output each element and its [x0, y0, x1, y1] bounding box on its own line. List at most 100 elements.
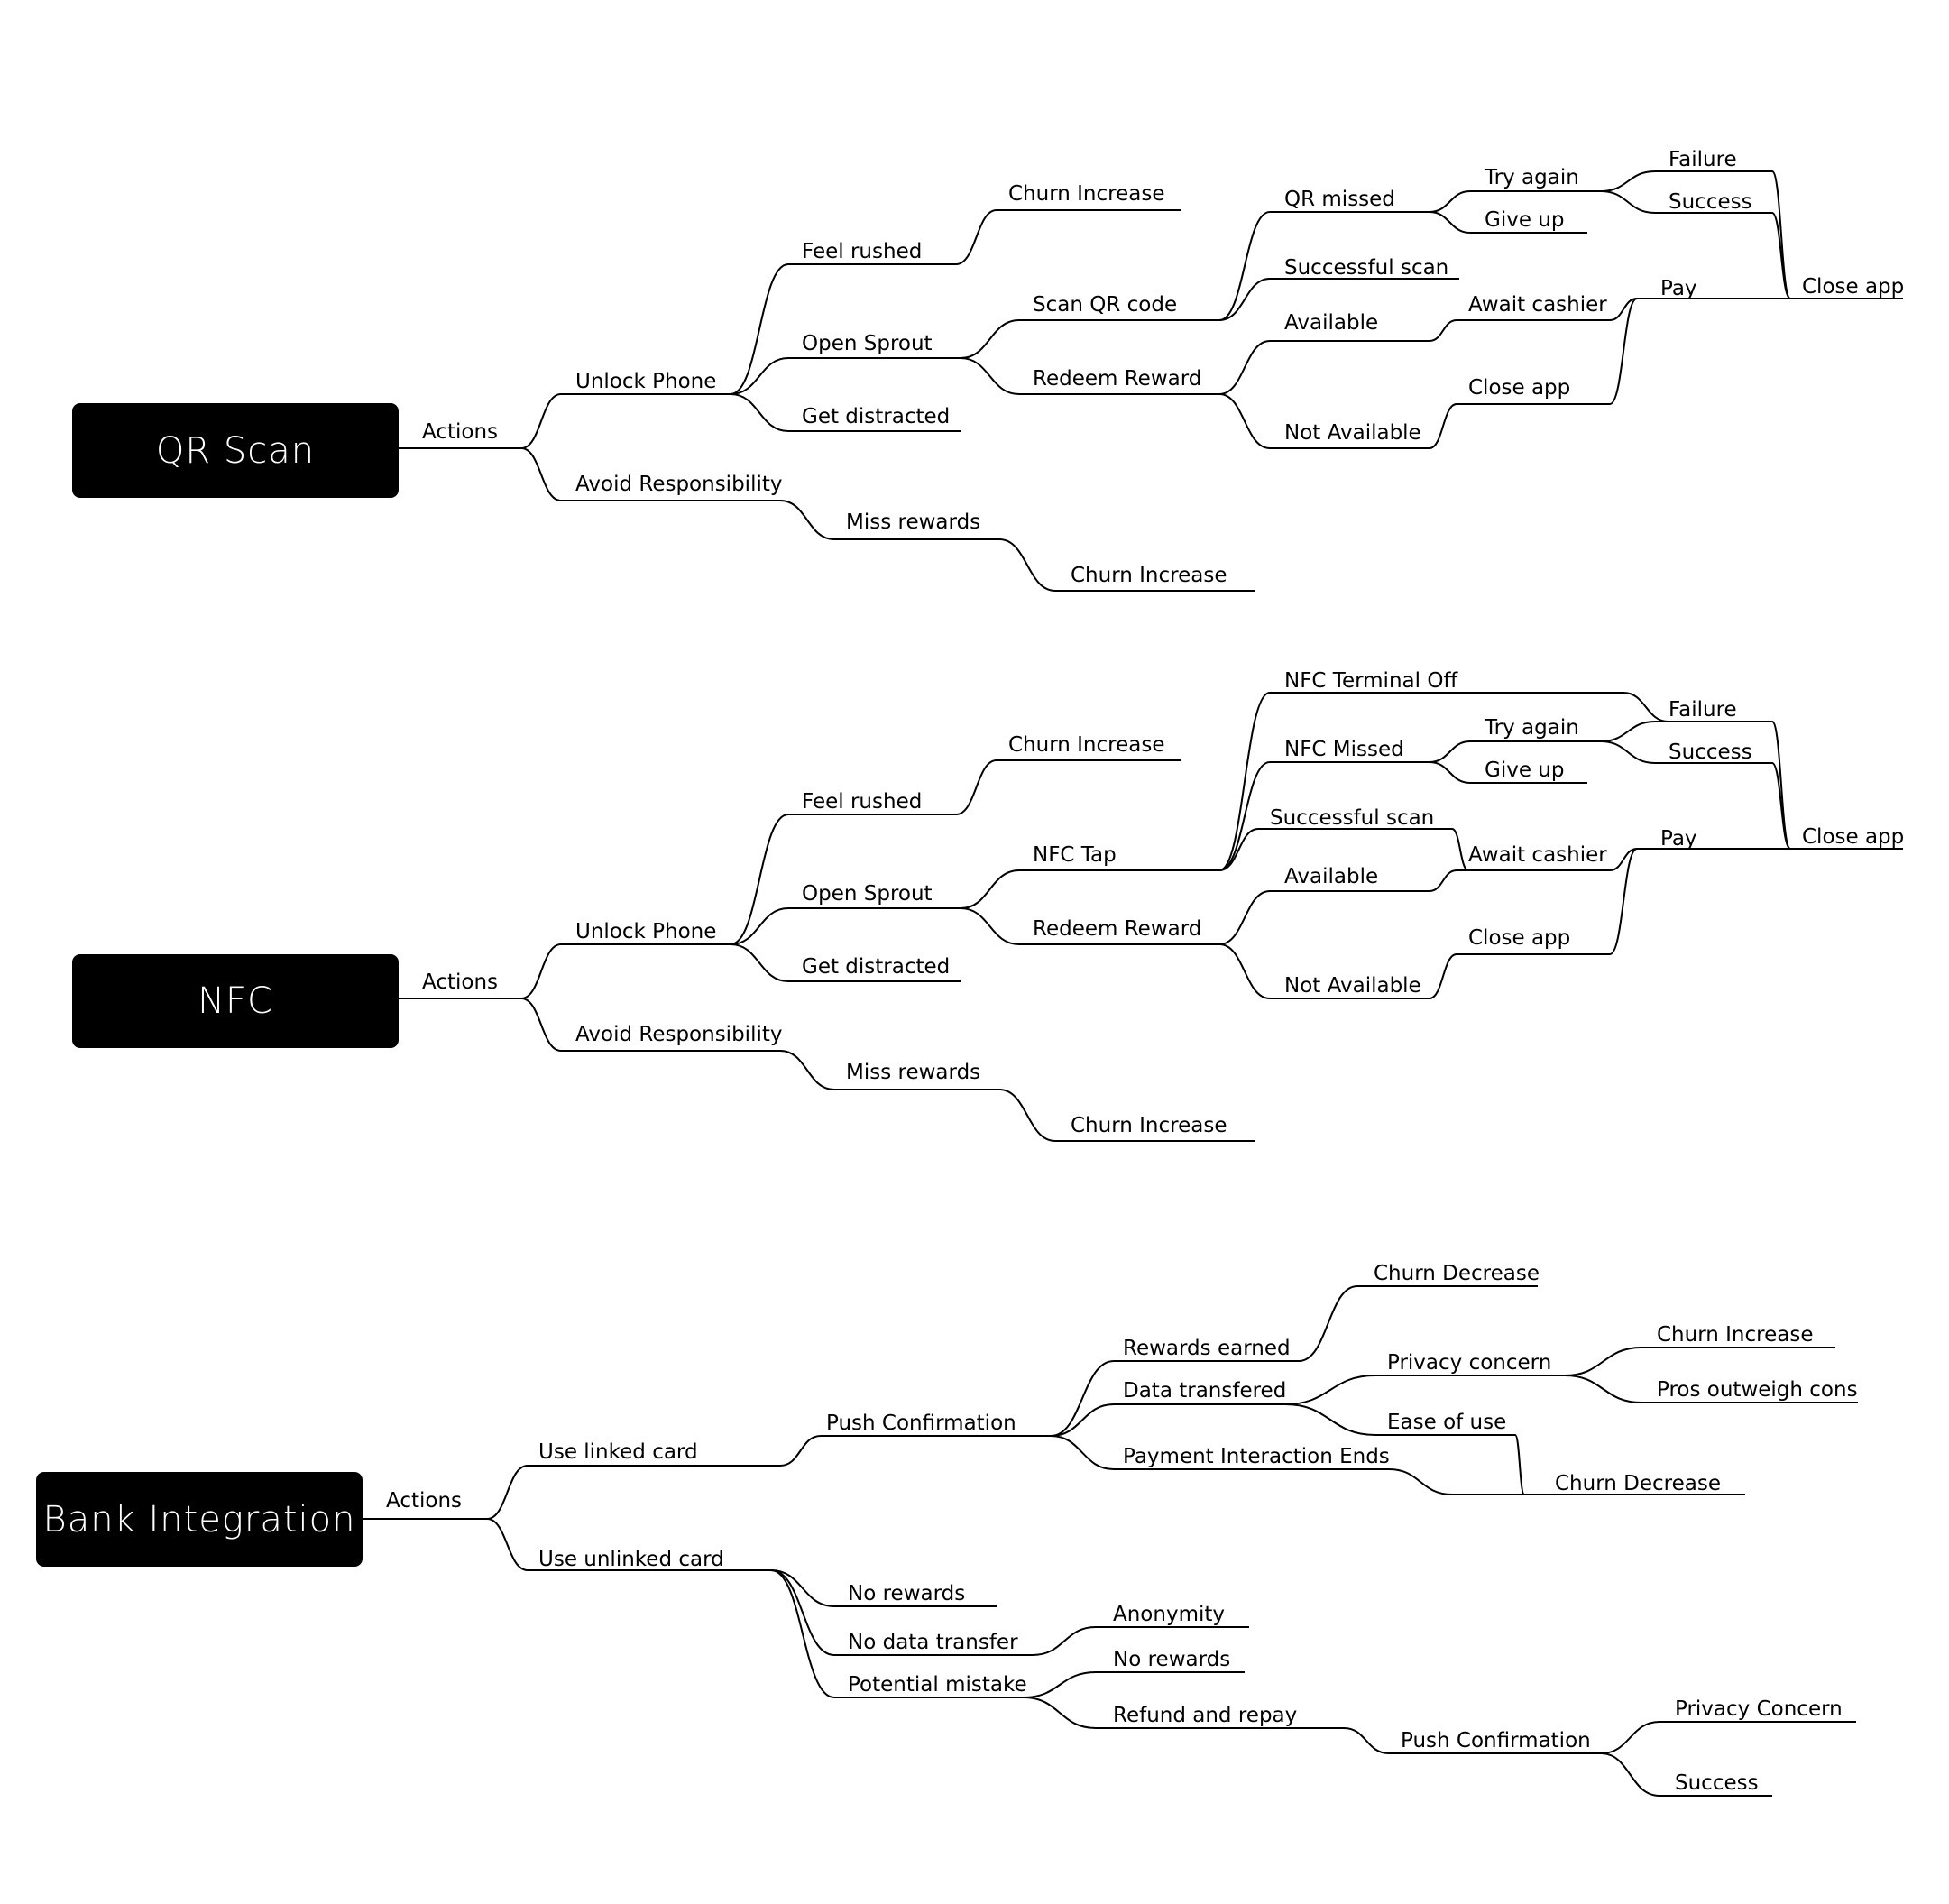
node-bank-no-rewards[interactable]: No rewards	[848, 1582, 966, 1605]
node-nfc-unlock-phone[interactable]: Unlock Phone	[575, 920, 717, 943]
node-nfc-terminal-off[interactable]: NFC Terminal Off	[1284, 669, 1458, 693]
connector-no-rewards-mistake	[1023, 1671, 1245, 1698]
connector-close-app-mid	[1429, 403, 1610, 449]
connector-primary-step	[960, 869, 1219, 909]
node-nfc-nfc-tap[interactable]: NFC Tap	[1033, 843, 1117, 867]
connector-try-again	[1429, 190, 1601, 213]
connector-success	[1600, 190, 1772, 214]
node-nfc-available[interactable]: Available	[1284, 865, 1379, 888]
connector-avoid-responsibility	[520, 998, 780, 1052]
node-nfc-nfc-missed[interactable]: NFC Missed	[1284, 738, 1404, 761]
node-bank-churn-increase[interactable]: Churn Increase	[1657, 1323, 1814, 1347]
connector-success	[1600, 740, 1772, 764]
node-bank-no-rewards-mistake[interactable]: No rewards	[1113, 1648, 1231, 1671]
node-bank-refund-and-repay[interactable]: Refund and repay	[1113, 1704, 1298, 1727]
node-nfc-churn-increase-rushed[interactable]: Churn Increase	[1008, 733, 1165, 757]
node-bank-no-data-transfer[interactable]: No data transfer	[848, 1631, 1018, 1654]
node-qr-available[interactable]: Available	[1284, 311, 1379, 335]
connector-rewards-earned	[1050, 1360, 1299, 1437]
node-nfc-close-app-mid[interactable]: Close app	[1468, 926, 1571, 950]
connector-open-sprout	[730, 907, 961, 945]
connector-get-distracted	[730, 943, 961, 982]
connector-miss-rewards	[779, 1050, 999, 1090]
node-qr-feel-rushed[interactable]: Feel rushed	[802, 240, 923, 263]
node-qr-give-up[interactable]: Give up	[1485, 208, 1565, 232]
node-nfc-give-up[interactable]: Give up	[1485, 759, 1565, 782]
node-bank-anonymity[interactable]: Anonymity	[1113, 1603, 1225, 1626]
node-bank-data-transfered[interactable]: Data transfered	[1123, 1379, 1287, 1403]
node-nfc-close-app-end[interactable]: Close app	[1802, 825, 1905, 849]
connector-avoid-responsibility	[520, 447, 780, 501]
node-qr-not-available[interactable]: Not Available	[1284, 421, 1421, 445]
node-nfc-failure[interactable]: Failure	[1669, 698, 1737, 722]
node-bank-ease-of-use[interactable]: Ease of use	[1387, 1411, 1507, 1434]
node-bank-use-linked-card[interactable]: Use linked card	[538, 1440, 698, 1464]
node-qr-redeem-reward[interactable]: Redeem Reward	[1033, 367, 1202, 391]
node-nfc-churn-increase-miss[interactable]: Churn Increase	[1071, 1114, 1227, 1137]
connector-close-app-mid	[1429, 953, 1610, 999]
node-bank-potential-mistake[interactable]: Potential mistake	[848, 1673, 1027, 1697]
node-bank-push-confirmation-2[interactable]: Push Confirmation	[1401, 1729, 1591, 1752]
node-bank-actions[interactable]: Actions	[386, 1489, 463, 1513]
node-qr-close-app-mid[interactable]: Close app	[1468, 376, 1571, 400]
node-qr-qr-missed[interactable]: QR missed	[1284, 188, 1395, 211]
connector-refund-and-repay	[1023, 1697, 1344, 1729]
node-nfc-success[interactable]: Success	[1669, 740, 1752, 764]
connector-successful-scan	[1218, 278, 1459, 321]
node-qr-try-again[interactable]: Try again	[1485, 166, 1579, 189]
connector-get-distracted	[730, 393, 961, 432]
connector-successful-scan	[1218, 828, 1452, 871]
node-nfc-pay[interactable]: Pay	[1660, 827, 1697, 851]
node-qr-scan-qr-code[interactable]: Scan QR code	[1033, 293, 1178, 317]
node-qr-get-distracted[interactable]: Get distracted	[802, 405, 951, 428]
node-qr-miss-rewards[interactable]: Miss rewards	[846, 510, 981, 534]
connector-await-cashier	[1429, 319, 1610, 342]
root-node-nfc[interactable]: NFC	[72, 954, 399, 1048]
node-nfc-await-cashier[interactable]: Await cashier	[1468, 843, 1607, 867]
connector-give-up	[1429, 211, 1587, 234]
node-qr-success[interactable]: Success	[1669, 190, 1752, 214]
node-qr-close-app-end[interactable]: Close app	[1802, 275, 1905, 299]
node-qr-open-sprout[interactable]: Open Sprout	[802, 332, 933, 355]
node-bank-privacy-concern-2[interactable]: Privacy Concern	[1675, 1697, 1843, 1721]
node-qr-actions[interactable]: Actions	[422, 420, 499, 444]
node-qr-successful-scan[interactable]: Successful scan	[1284, 256, 1449, 280]
node-nfc-not-available[interactable]: Not Available	[1284, 974, 1421, 998]
node-bank-churn-decrease-bottom[interactable]: Churn Decrease	[1555, 1472, 1721, 1495]
node-bank-payment-interaction-ends[interactable]: Payment Interaction Ends	[1123, 1445, 1390, 1468]
connector-unlock-phone	[520, 943, 731, 999]
node-qr-churn-increase-miss[interactable]: Churn Increase	[1071, 564, 1227, 587]
node-nfc-miss-rewards[interactable]: Miss rewards	[846, 1061, 981, 1084]
root-node-bank-integration[interactable]: Bank Integration	[36, 1472, 363, 1567]
node-qr-unlock-phone[interactable]: Unlock Phone	[575, 370, 717, 393]
node-bank-churn-decrease-top[interactable]: Churn Decrease	[1374, 1262, 1540, 1285]
node-qr-failure[interactable]: Failure	[1669, 148, 1737, 171]
node-nfc-successful-scan[interactable]: Successful scan	[1270, 806, 1435, 830]
node-bank-push-confirmation[interactable]: Push Confirmation	[826, 1412, 1016, 1435]
connector-churn-increase-rushed	[955, 209, 1181, 265]
node-nfc-get-distracted[interactable]: Get distracted	[802, 955, 951, 979]
connector-miss-rewards	[779, 500, 999, 540]
node-nfc-open-sprout[interactable]: Open Sprout	[802, 882, 933, 906]
node-qr-pay[interactable]: Pay	[1660, 277, 1697, 300]
node-bank-privacy-concern[interactable]: Privacy concern	[1387, 1351, 1552, 1375]
connector-privacy-concern-2	[1600, 1721, 1856, 1754]
connector-success-2	[1600, 1752, 1772, 1797]
connector-failure	[1600, 170, 1772, 192]
node-qr-churn-increase-rushed[interactable]: Churn Increase	[1008, 182, 1165, 206]
node-qr-avoid-responsibility[interactable]: Avoid Responsibility	[575, 473, 783, 496]
connector-not-available	[1218, 393, 1430, 449]
node-bank-pros-outweigh-cons[interactable]: Pros outweigh cons	[1657, 1378, 1858, 1402]
node-nfc-redeem-reward[interactable]: Redeem Reward	[1033, 917, 1202, 941]
node-nfc-feel-rushed[interactable]: Feel rushed	[802, 790, 923, 814]
node-nfc-avoid-responsibility[interactable]: Avoid Responsibility	[575, 1023, 783, 1046]
node-nfc-actions[interactable]: Actions	[422, 970, 499, 994]
node-bank-success-2[interactable]: Success	[1675, 1771, 1759, 1795]
root-node-qr-scan[interactable]: QR Scan	[72, 403, 399, 498]
node-bank-use-unlinked-card[interactable]: Use unlinked card	[538, 1548, 724, 1571]
node-qr-await-cashier[interactable]: Await cashier	[1468, 293, 1607, 317]
node-nfc-try-again[interactable]: Try again	[1485, 716, 1579, 740]
connector-unlock-phone	[520, 393, 731, 449]
node-bank-rewards-earned[interactable]: Rewards earned	[1123, 1337, 1291, 1360]
connector-feel-rushed	[730, 263, 956, 395]
